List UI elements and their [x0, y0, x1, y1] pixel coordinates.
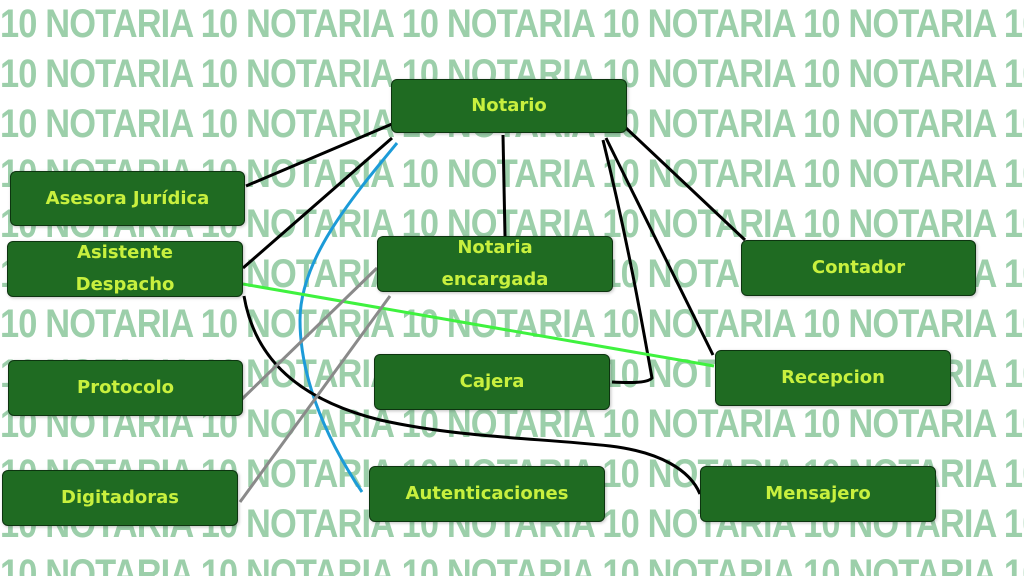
link-notario-recepcion: [604, 137, 715, 356]
node-cajera: Cajera: [374, 354, 610, 410]
link-notario-cajera: [601, 139, 654, 384]
link-encargada-protocolo: [239, 266, 379, 402]
node-label: Notario: [471, 95, 547, 116]
watermark-row: 10 NOTARIA 10 NOTARIA 10 NOTARIA 10 NOTA…: [0, 552, 1024, 576]
watermark-row: 10 NOTARIA 10 NOTARIA 10 NOTARIA 10 NOTA…: [0, 2, 1024, 46]
node-protocolo: Protocolo: [8, 360, 243, 416]
node-contador: Contador: [741, 240, 976, 296]
link-notario-contador: [624, 126, 747, 242]
link-notario-autenticaciones: [298, 142, 399, 493]
node-label: Asistente Despacho: [75, 242, 175, 295]
node-recepcion: Recepcion: [715, 350, 951, 406]
node-notaria-encargada: Notaria encargada: [377, 236, 613, 292]
link-notario-notaria-encargada: [501, 134, 507, 237]
node-label: Digitadoras: [61, 487, 179, 508]
node-label: Protocolo: [77, 377, 174, 398]
link-asistente-recepcion: [242, 282, 715, 368]
node-asistente-despacho: Asistente Despacho: [7, 241, 243, 297]
node-label: Asesora Jurídica: [45, 187, 210, 209]
node-label: Autenticaciones: [405, 483, 569, 504]
node-label: Contador: [811, 257, 906, 278]
node-digitadoras: Digitadoras: [2, 470, 238, 526]
link-notario-asesora: [245, 122, 393, 188]
node-label: Mensajero: [765, 483, 871, 504]
node-label: Notaria encargada: [441, 237, 549, 290]
node-mensajero: Mensajero: [700, 466, 936, 522]
link-notario-asistente: [242, 136, 393, 270]
node-autenticaciones: Autenticaciones: [369, 466, 605, 522]
node-label: Cajera: [459, 371, 525, 392]
link-encargada-digitadoras: [238, 295, 392, 503]
node-asesora-juridica: Asesora Jurídica: [10, 171, 245, 226]
watermark-row: 10 NOTARIA 10 NOTARIA 10 NOTARIA 10 NOTA…: [0, 302, 1024, 346]
node-notario: Notario: [391, 79, 627, 133]
link-asistente-mensajero: [242, 295, 702, 495]
node-label: Recepcion: [781, 367, 885, 388]
